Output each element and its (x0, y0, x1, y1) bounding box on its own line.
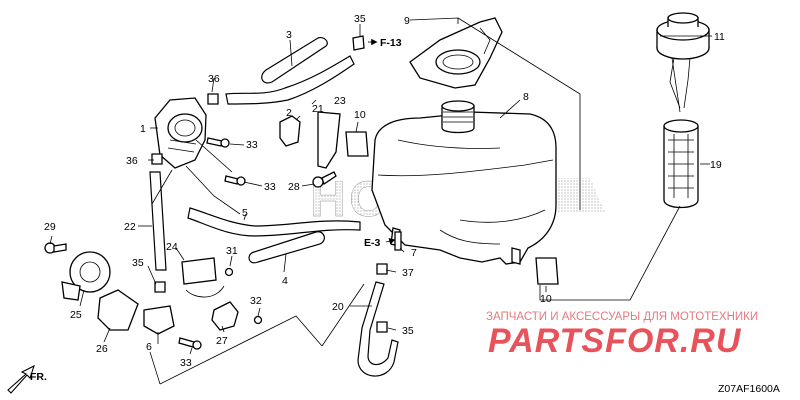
callout-19: 19 (710, 159, 722, 171)
callout-23: 23 (334, 95, 346, 107)
callout-27: 27 (216, 335, 228, 347)
svg-text:FR.: FR. (30, 371, 47, 383)
callout-5: 5 (242, 207, 248, 219)
diagram-code: Z07AF1600A (718, 383, 780, 395)
hoses (149, 37, 399, 377)
callout-10-upper: 10 (354, 109, 366, 121)
fuel-cock (154, 97, 207, 169)
callout-1: 1 (140, 123, 146, 135)
tank-seat (409, 17, 503, 89)
callout-32: 32 (250, 295, 262, 307)
callout-29: 29 (44, 221, 56, 233)
callout-9: 9 (404, 15, 410, 27)
callout-35-c: 35 (402, 325, 414, 337)
callout-21: 21 (312, 103, 324, 115)
callout-26: 26 (96, 343, 108, 355)
callout-numbers: 1 2 3 4 5 6 7 8 9 10 10 11 19 20 21 22 2… (44, 13, 725, 369)
shop-watermark: ЗАПЧАСТИ И АКСЕССУАРЫ ДЛЯ МОТОТЕХНИКИ PA… (486, 311, 758, 360)
callout-3: 3 (286, 29, 292, 41)
fuel-cap (656, 12, 710, 109)
callout-11: 11 (714, 31, 725, 43)
callout-2: 2 (286, 107, 292, 119)
callout-7: 7 (411, 247, 417, 259)
callout-33-a: 33 (246, 139, 258, 151)
callout-35-a: 35 (354, 13, 366, 25)
ref-f13-label: F-13 (380, 37, 402, 49)
callout-25: 25 (70, 309, 82, 321)
callout-36-b: 36 (126, 155, 138, 167)
callout-37: 37 (402, 267, 414, 279)
callout-28: 28 (288, 181, 300, 193)
shop-caption: ЗАПЧАСТИ И АКСЕССУАРЫ ДЛЯ МОТОТЕХНИКИ (486, 311, 758, 323)
callout-22: 22 (124, 221, 136, 233)
leader-lines (49, 17, 712, 385)
callout-8: 8 (523, 91, 529, 103)
fuel-strainer (663, 119, 699, 209)
callout-4: 4 (282, 275, 288, 287)
callout-6: 6 (146, 341, 152, 353)
callout-31: 31 (226, 245, 238, 257)
callout-20: 20 (332, 301, 344, 313)
front-direction-arrow: FR. (7, 364, 47, 394)
callout-33-c: 33 (180, 357, 192, 369)
shop-logo: PARTSFOR.RU (488, 322, 742, 360)
hardware (44, 35, 559, 350)
callout-35-b: 35 (132, 257, 144, 269)
callout-36-a: 36 (208, 73, 220, 85)
fuel-tank (371, 100, 557, 265)
callout-33-b: 33 (264, 181, 276, 193)
callout-24: 24 (166, 241, 178, 253)
callout-10-lower: 10 (540, 293, 552, 305)
ref-e3-label: E-3 (364, 237, 381, 249)
